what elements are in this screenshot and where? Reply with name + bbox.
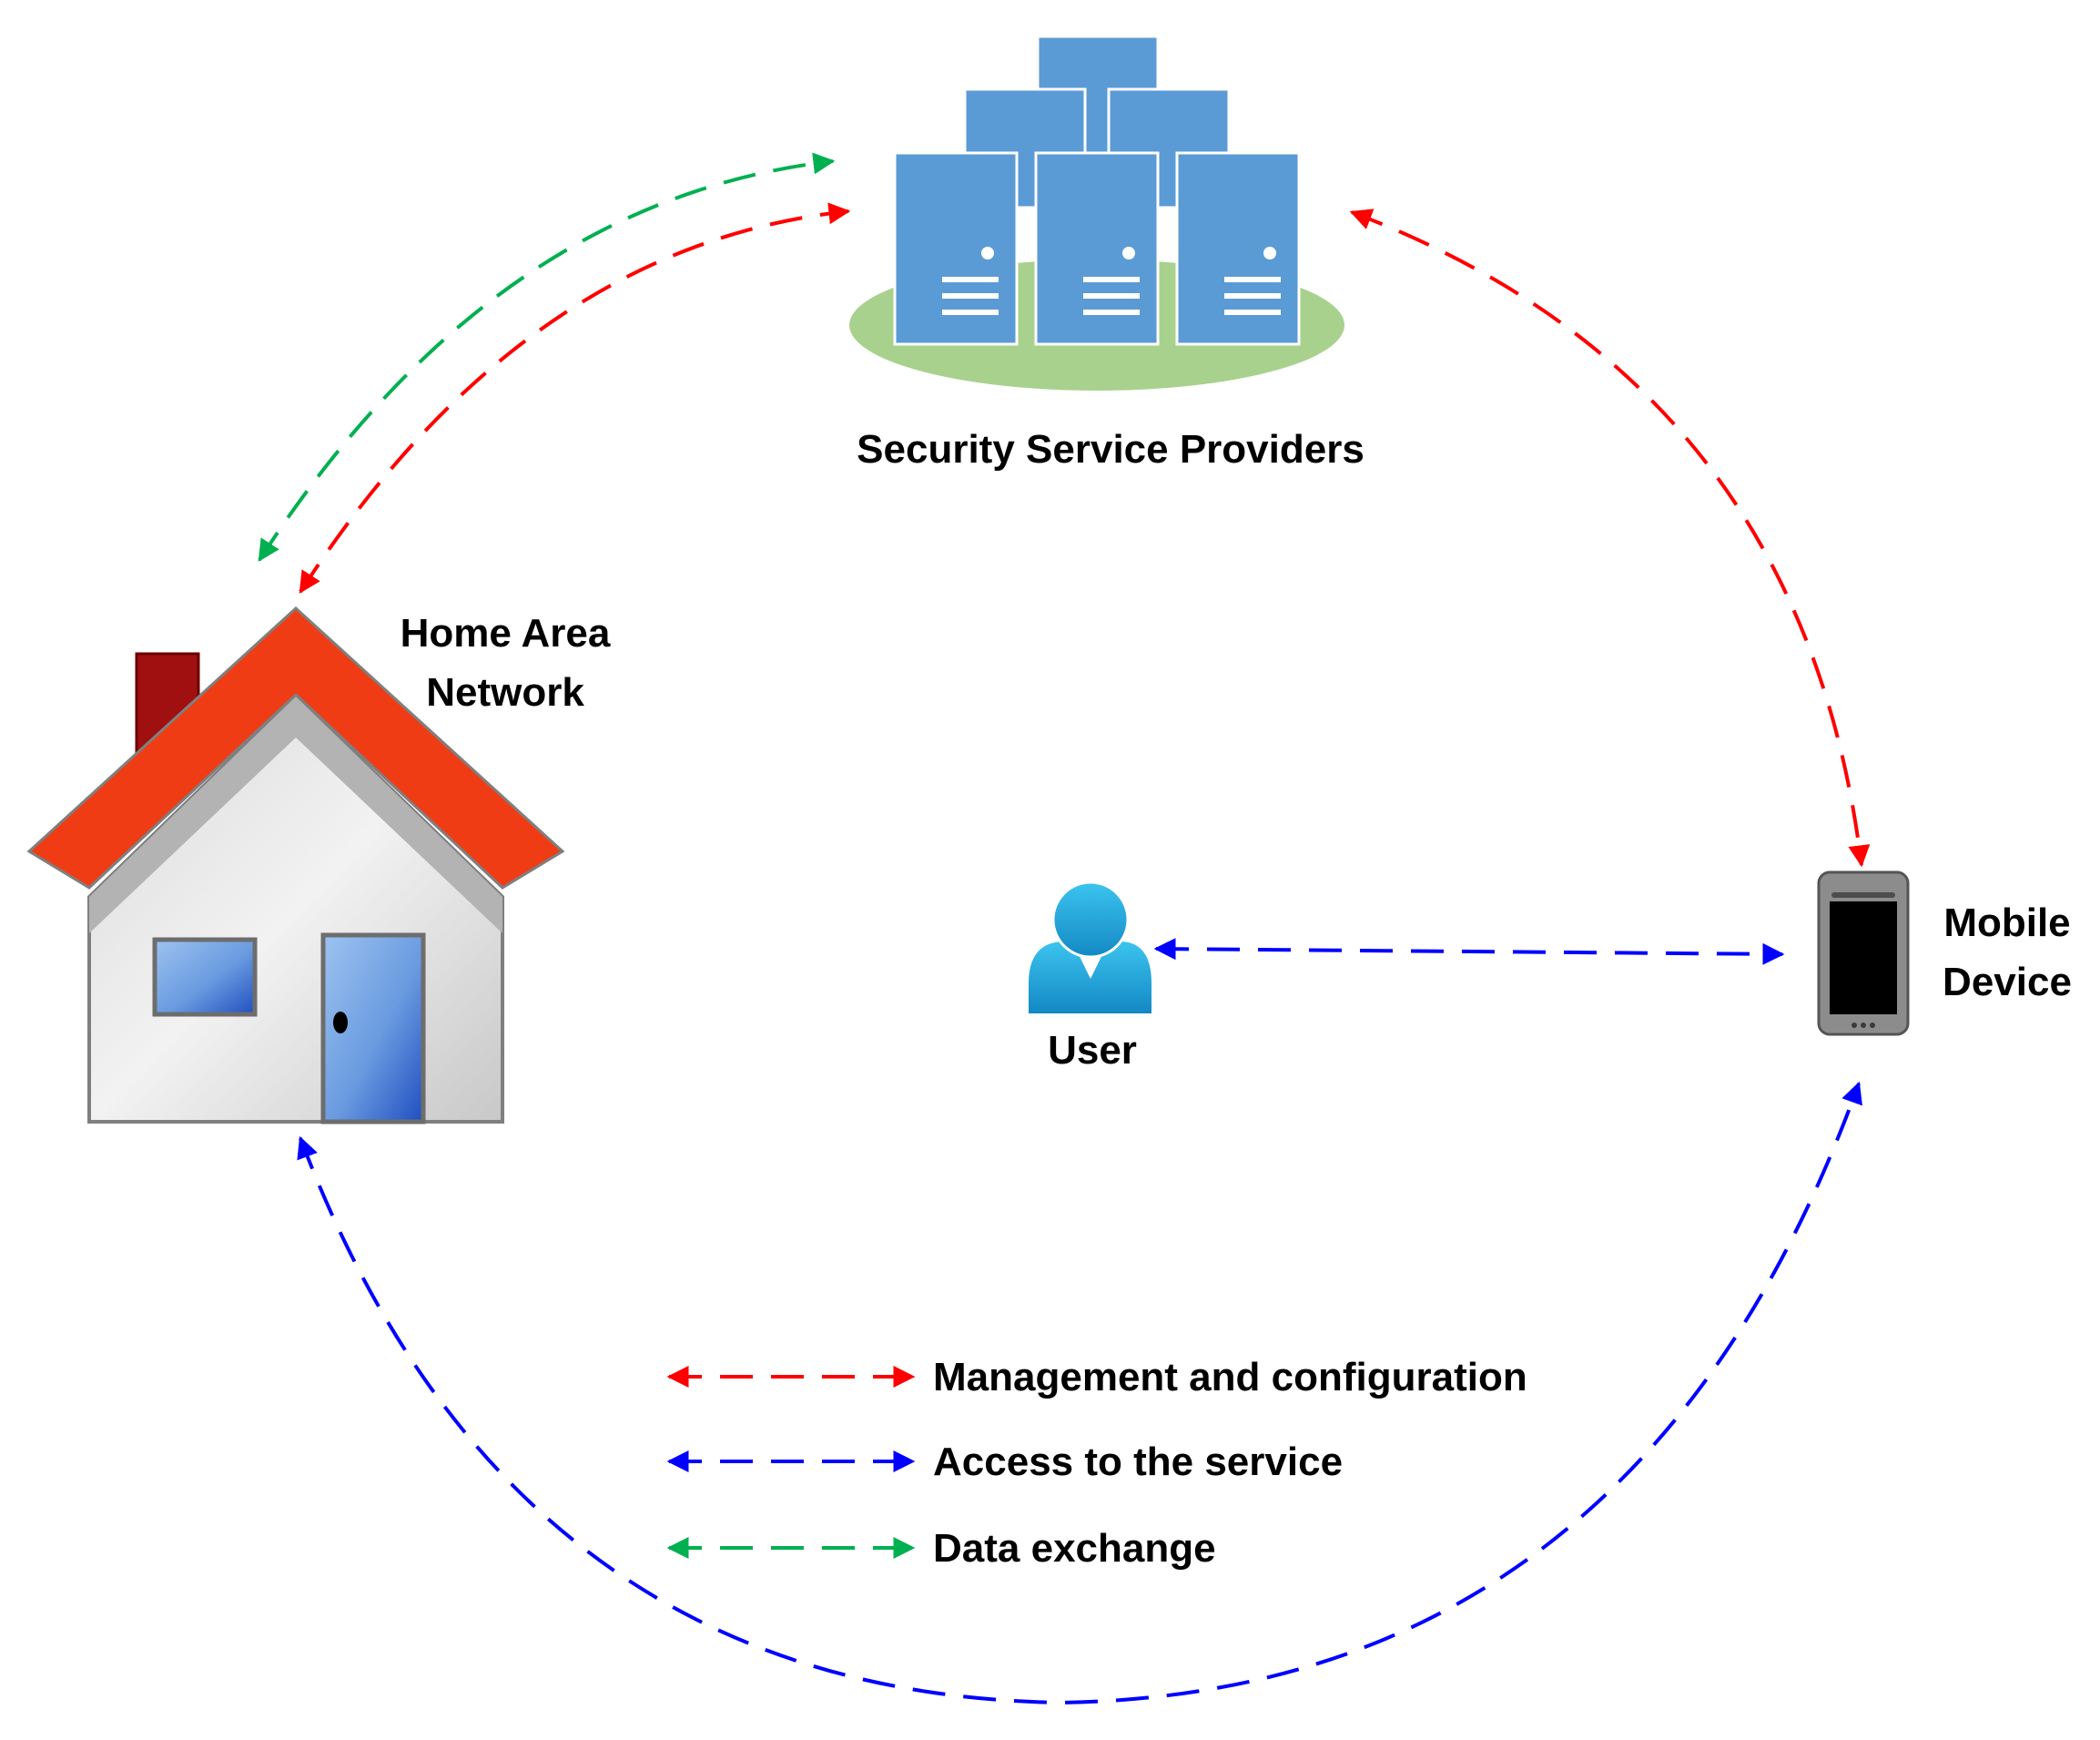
management-arrow-servers-mobile	[1349, 209, 1871, 868]
server-front-left	[893, 151, 1019, 346]
user-icon	[1029, 880, 1151, 1013]
access-arrow-user-mobile	[1153, 938, 1785, 965]
home-label-line2: Network	[426, 670, 584, 715]
server-front-right	[1175, 151, 1301, 346]
house-window	[152, 937, 258, 1017]
data-exchange-arrow-home-servers	[258, 152, 836, 563]
legend-management-label: Management and configuration	[933, 1355, 1527, 1399]
user-label: User	[1048, 1028, 1137, 1073]
mobile-label-line1: Mobile	[1943, 901, 2070, 945]
mobile-label-line2: Device	[1943, 960, 2072, 1004]
server-front-middle	[1034, 151, 1160, 346]
home-label-line1: Home Area	[401, 611, 611, 656]
management-arrow-home-servers	[299, 202, 851, 595]
connections	[258, 152, 1871, 1705]
legend-access-label: Access to the service	[933, 1440, 1343, 1484]
legend-data-label: Data exchange	[933, 1526, 1216, 1571]
house-icon	[26, 605, 565, 1124]
roof	[26, 605, 565, 890]
legend	[666, 1366, 916, 1559]
servers-label: Security Service Providers	[857, 427, 1364, 472]
door-knob	[333, 1012, 348, 1033]
mobile-phone-icon	[1817, 870, 1910, 1036]
server-cluster-icon	[849, 35, 1344, 391]
